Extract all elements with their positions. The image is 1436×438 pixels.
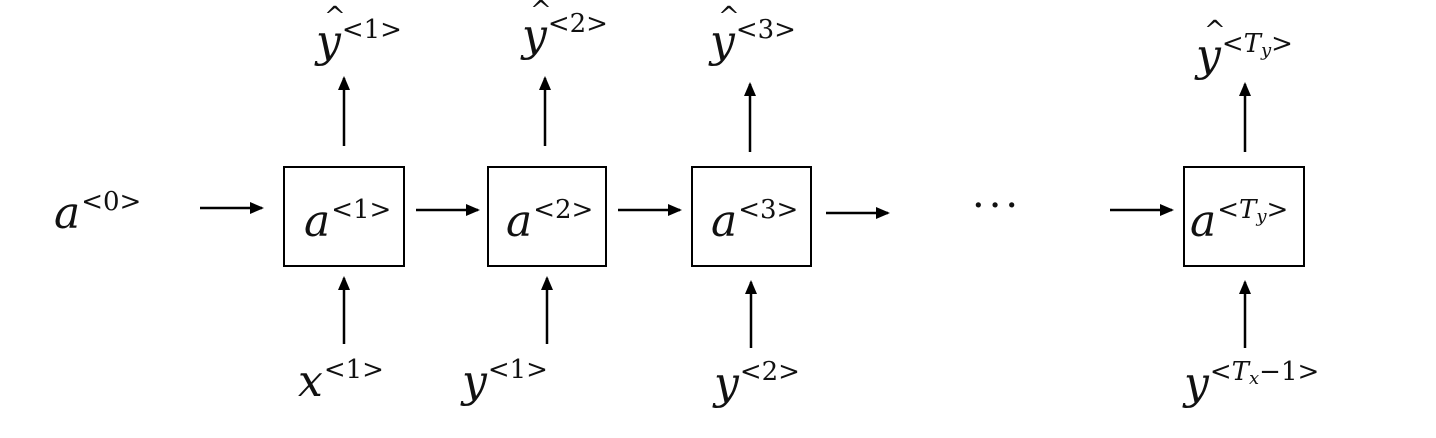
hidden-state-label-3: a<3> [711, 195, 799, 247]
output-label-T: y<Ty> [1196, 18, 1293, 78]
output-label-3: y<3> [710, 4, 796, 64]
cell-box-2 [487, 166, 607, 267]
input-label-1: x<1> [298, 355, 384, 407]
input-label-T: y<Tx−1> [1184, 357, 1320, 409]
hidden-state-label-2: a<2> [506, 195, 594, 247]
output-label-2: y<2> [522, 0, 608, 58]
hidden-state-label-1: a<1> [304, 195, 392, 247]
input-label-2: y<1> [462, 355, 548, 407]
initial-activation-label: a<0> [54, 187, 142, 239]
cell-box-1 [283, 166, 405, 267]
cell-box-3 [691, 166, 812, 267]
hidden-state-label-T: a<Ty> [1190, 195, 1289, 247]
cell-box-T [1183, 166, 1305, 267]
input-label-3: y<2> [714, 357, 800, 409]
ellipsis: ··· [972, 183, 1023, 229]
output-label-1: y<1> [316, 4, 402, 64]
